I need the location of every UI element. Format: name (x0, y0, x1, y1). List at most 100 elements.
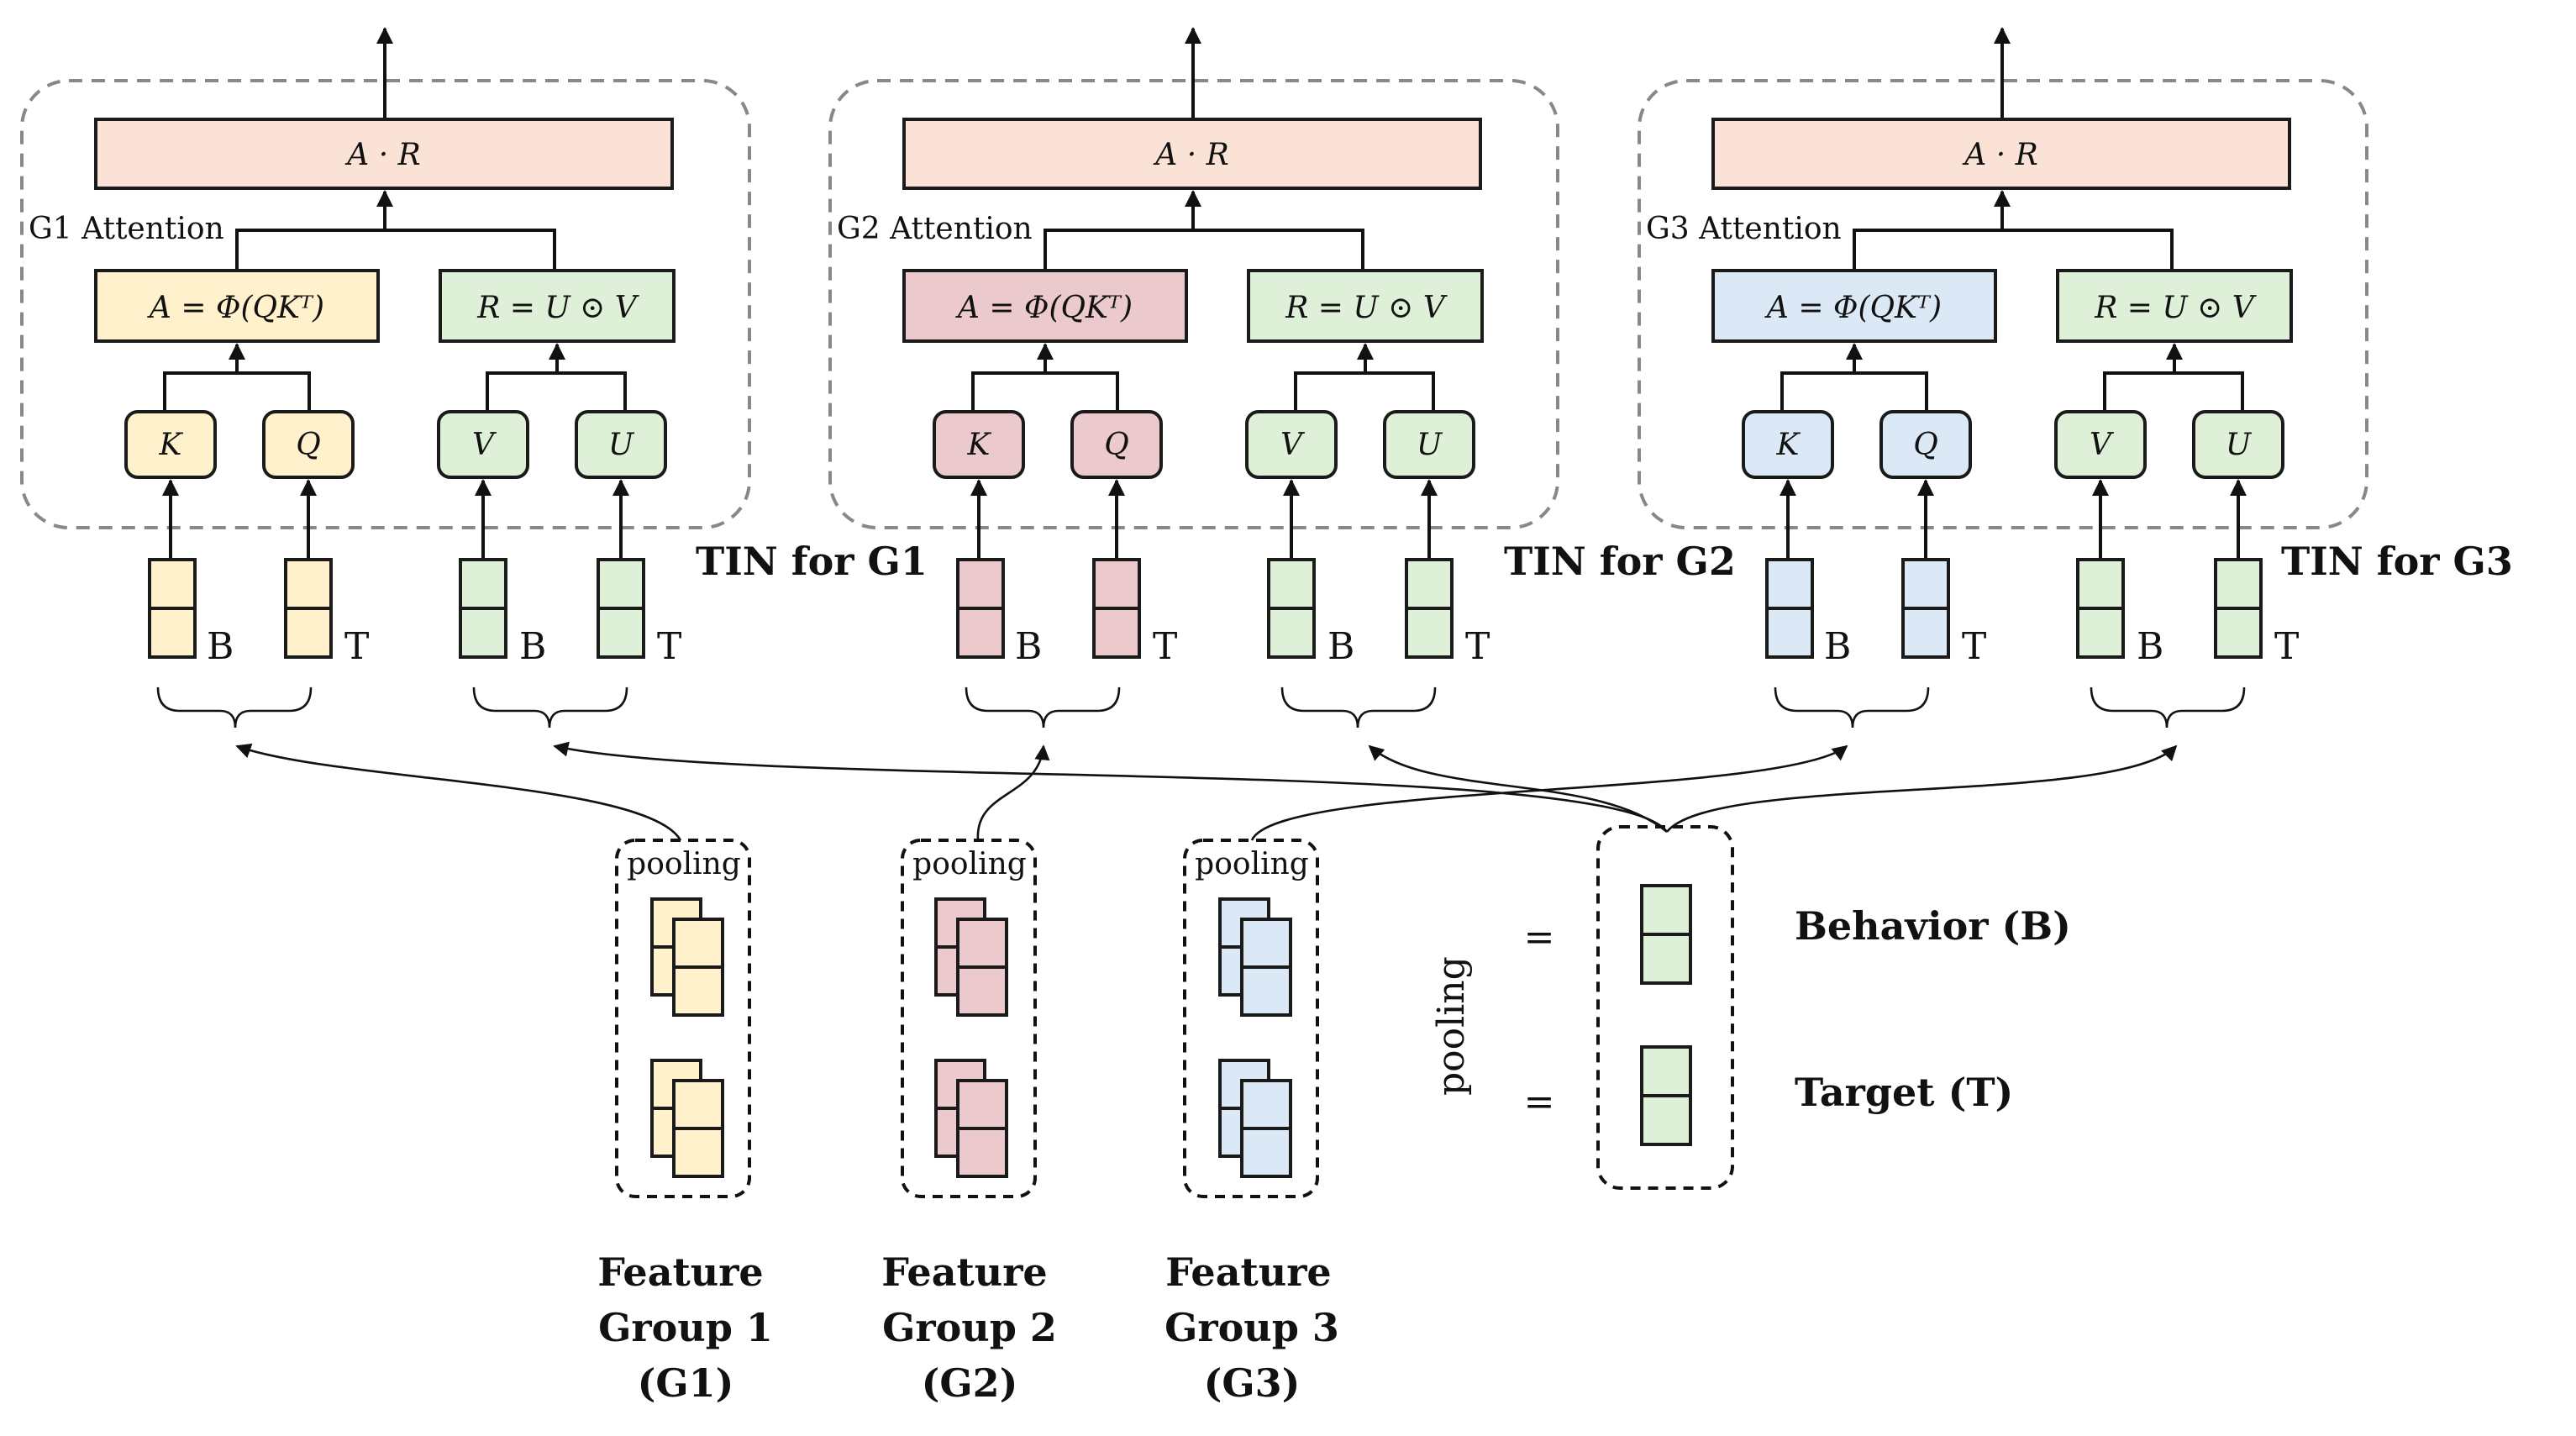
embedding-v (2076, 558, 2125, 659)
a-equation: A = Φ(QKᵀ) (955, 291, 1133, 325)
v-label: V (472, 428, 497, 462)
pooling-label: pooling (627, 847, 741, 881)
k-label: K (967, 428, 992, 462)
feature-group-2: pooling Feature Group 2 (G2) (881, 839, 1057, 1406)
v-label: V (2090, 428, 2115, 462)
kq-merge (1780, 371, 1928, 412)
feature-stack (650, 897, 724, 1178)
pooling-frame (1183, 839, 1319, 1198)
r-equation-box (1247, 269, 1484, 343)
q-box (1070, 410, 1163, 479)
q-box (1879, 410, 1972, 479)
brace (1774, 686, 1930, 729)
u-label: U (1417, 428, 1443, 462)
vu-merge (486, 371, 627, 412)
tin-block-g1: A · R G1 Attention A = Φ(QKᵀ) R = U ⊙ V … (20, 27, 928, 729)
connector-g1 (235, 743, 682, 841)
brace (2090, 686, 2246, 729)
tin-block-g2: A · R G2 Attention A = Φ(QKᵀ) R = U ⊙ V … (828, 27, 1736, 729)
embedding-k (956, 558, 1005, 659)
a-equation: A = Φ(QKᵀ) (1764, 291, 1942, 325)
pooling-label: pooling (1195, 847, 1309, 881)
attention-label: G3 Attention (1646, 212, 1842, 246)
attention-label: G2 Attention (837, 212, 1033, 246)
connector-green-g2 (1368, 744, 1668, 833)
a-equation-box (902, 269, 1188, 343)
embedding-q (284, 558, 333, 659)
connector-g3 (1250, 744, 1848, 841)
brace (472, 686, 628, 729)
feature-group-line2: Group 3 (1164, 1305, 1339, 1350)
attention-label: G1 Attention (29, 212, 224, 246)
connector-green-g3 (1665, 744, 2178, 833)
connection-curves (235, 741, 2178, 841)
feature-group-1: pooling Feature Group 1 (G1) (597, 839, 773, 1406)
target-tag: T (657, 625, 681, 668)
target-tag: T (2274, 625, 2299, 668)
brace (1280, 686, 1437, 729)
brace (965, 686, 1121, 729)
feature-group-line1: Feature (1165, 1249, 1331, 1295)
behavior-tag: B (1327, 625, 1354, 668)
tin-caption: TIN for G1 (696, 539, 928, 584)
embedding-u (597, 558, 645, 659)
a-equation-box (94, 269, 380, 343)
legend-equals-2: = (1524, 1081, 1555, 1123)
legend-equals-1: = (1524, 916, 1555, 959)
embedding-v (459, 558, 507, 659)
u-box (1383, 410, 1475, 479)
tin-block-g3: A · R G3 Attention A = Φ(QKᵀ) R = U ⊙ V … (1638, 27, 2513, 729)
k-box (1742, 410, 1834, 479)
feature-group-line2: Group 1 (598, 1305, 773, 1350)
target-tag: T (1153, 625, 1177, 668)
target-tag: T (1465, 625, 1490, 668)
k-box (933, 410, 1025, 479)
r-equation: R = U ⊙ V (1285, 291, 1448, 325)
behavior-tag: B (1824, 625, 1851, 668)
connector-green-g1 (553, 741, 1669, 833)
feature-group-line3: (G3) (1204, 1360, 1301, 1406)
k-box (124, 410, 217, 479)
output-label: A · R (344, 138, 420, 172)
tin-caption: TIN for G3 (2281, 539, 2513, 584)
merge-line (235, 229, 556, 271)
u-label: U (608, 428, 635, 462)
behavior-tag: B (207, 625, 234, 668)
output-box (1711, 118, 2291, 190)
q-label: Q (1913, 428, 1938, 462)
v-box (437, 410, 529, 479)
u-label: U (2226, 428, 2253, 462)
kq-merge (163, 371, 311, 412)
r-equation-box (2056, 269, 2293, 343)
embedding-u (2214, 558, 2263, 659)
merge-line (1853, 229, 2174, 271)
tin-caption: TIN for G2 (1504, 539, 1736, 584)
legend-behavior-vector (1640, 884, 1692, 985)
feature-group-line1: Feature (881, 1249, 1047, 1295)
embedding-v (1267, 558, 1316, 659)
behavior-tag: B (1015, 625, 1042, 668)
vu-merge (2103, 371, 2244, 412)
feature-stack (1218, 897, 1292, 1178)
legend-target-vector (1640, 1045, 1692, 1146)
pooling-label: pooling (912, 847, 1027, 881)
legend-target-label: Target (T) (1795, 1070, 2013, 1115)
embedding-k (1765, 558, 1814, 659)
v-label: V (1280, 428, 1306, 462)
behavior-tag: B (519, 625, 546, 668)
v-box (1245, 410, 1338, 479)
feature-group-3: pooling Feature Group 3 (G3) (1164, 839, 1339, 1406)
legend: pooling = = Behavior (B) Target (T) (1430, 825, 2071, 1190)
pooling-frame (901, 839, 1037, 1198)
v-box (2054, 410, 2147, 479)
q-label: Q (1104, 428, 1129, 462)
u-box (2192, 410, 2284, 479)
connector-g2 (976, 744, 1050, 841)
u-box (575, 410, 667, 479)
target-tag: T (1962, 625, 1986, 668)
merge-line (1044, 229, 1364, 271)
embedding-u (1405, 558, 1454, 659)
a-equation: A = Φ(QKᵀ) (147, 291, 324, 325)
embedding-q (1092, 558, 1141, 659)
